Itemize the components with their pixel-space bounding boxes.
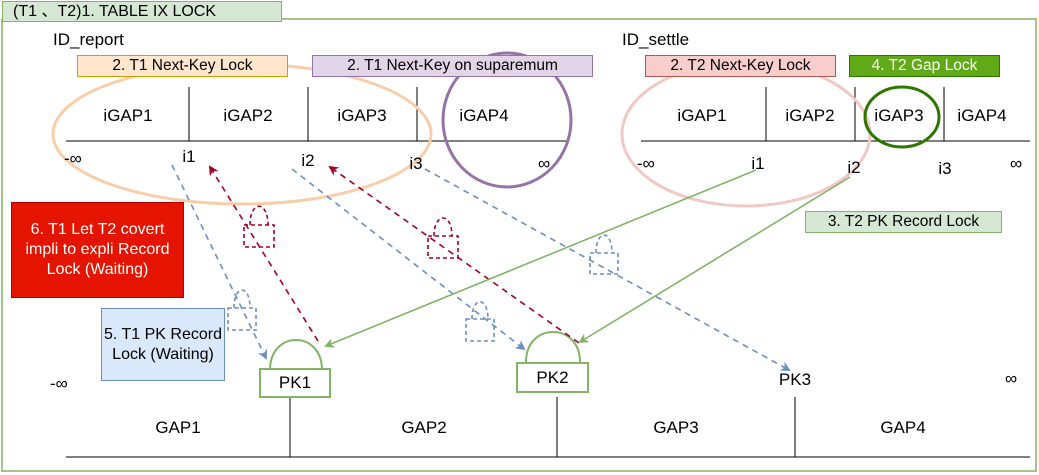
t1-pk-waiting-label: 5. T1 PK Record Lock (Waiting) [101,308,225,381]
primary-gap-4: GAP4 [880,418,926,437]
report-gap-2: iGAP2 [223,106,273,125]
primary-neg-infinity: -∞ [50,374,68,393]
report-key-i1: i1 [182,147,196,166]
arrow-i2-to-pk2 [291,168,526,351]
padlock-icon [589,234,619,275]
report-gap-1: iGAP1 [103,106,153,125]
arrow-pk1-to-report-i1 [208,165,319,342]
t2-gap-lock-label: 4. T2 Gap Lock [849,55,1000,77]
arrow-i3-to-pk3 [424,168,791,371]
settle-neg-infinity: -∞ [637,154,655,173]
t1-supremum-ellipse [441,51,573,189]
t1-next-key-label: 2. T1 Next-Key Lock [77,55,288,77]
settle-key-i1: i1 [751,154,765,173]
report-key-i2: i2 [301,151,315,170]
t1-supremum-label: 2. T1 Next-Key on suparemum [312,55,593,77]
pk2-lock-shackle [525,331,581,363]
settle-gap-2: iGAP2 [785,106,835,125]
settle-key-i2: i2 [847,158,861,177]
t2-gap-ring [863,85,941,149]
report-pos-infinity: ∞ [538,154,551,173]
padlock-icon [243,205,275,248]
report-index-name: ID_report [53,30,124,49]
report-gap-4: iGAP4 [459,106,509,125]
settle-gap-3: iGAP3 [874,106,924,125]
primary-gap-1: GAP1 [155,418,201,437]
t1-next-key-ellipse [51,62,433,206]
report-key-i3: i3 [409,154,423,173]
outer-frame [1,18,1037,472]
padlock-icon [227,289,257,331]
arrow-i1-to-pk1 [171,164,267,360]
arrow-pk2-to-report-i2 [328,165,580,344]
report-neg-infinity: -∞ [64,149,82,168]
primary-gap-2: GAP2 [401,418,447,437]
page-title: (T1 、T2)1. TABLE IX LOCK [2,1,282,22]
arrow-settle-i2-to-pk2 [578,176,851,344]
t2-pk-record-lock-label: 3. T2 PK Record Lock [805,211,1002,233]
padlock-icon [465,300,495,342]
settle-gap-4: iGAP4 [957,106,1007,125]
t1-convert-waiting-label: 6. T1 Let T2 covert impli to expli Recor… [11,202,184,298]
t2-next-key-ellipse [620,60,872,208]
primary-pos-infinity: ∞ [1005,369,1018,388]
primary-gap-3: GAP3 [653,418,699,437]
settle-index-name: ID_settle [622,30,690,49]
settle-gap-1: iGAP1 [677,106,727,125]
t2-next-key-label: 2. T2 Next-Key Lock [645,55,836,77]
report-gap-3: iGAP3 [337,106,387,125]
pk1-box: PK1 [259,368,331,398]
pk1-lock-shackle [269,339,323,371]
pk3-label: PK3 [778,370,812,389]
settle-pos-infinity: ∞ [1010,154,1023,173]
padlock-icon [427,217,459,259]
arrow-settle-i1-to-pk1 [324,169,757,348]
pk2-box: PK2 [516,362,589,393]
settle-key-i3: i3 [938,159,952,178]
